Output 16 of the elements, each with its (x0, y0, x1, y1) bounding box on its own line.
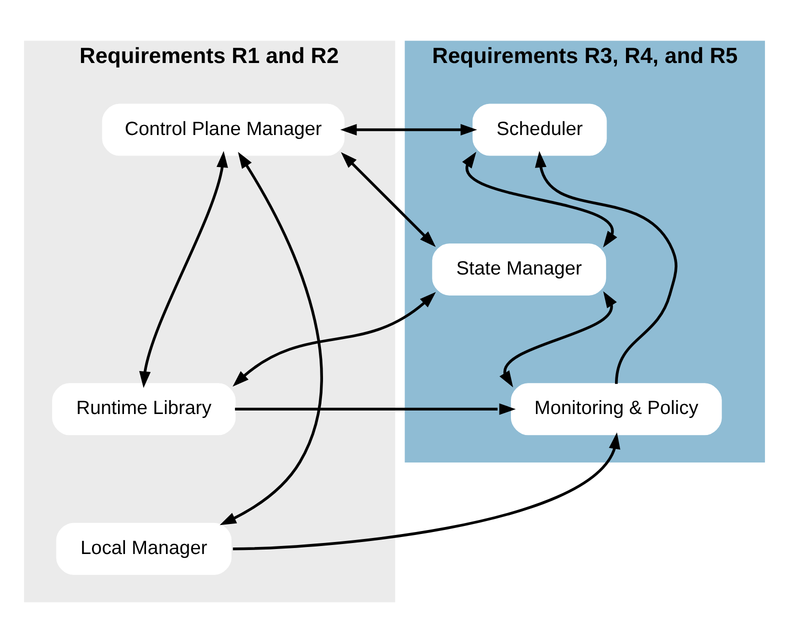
node-box: Scheduler (472, 103, 607, 156)
arrow (340, 124, 478, 136)
arrow (340, 152, 436, 247)
arrow (534, 150, 678, 384)
arrow (234, 402, 516, 414)
node-box: State Manager (432, 242, 606, 295)
arrow (220, 151, 323, 525)
node-box: Monitoring & Policy (510, 382, 722, 435)
node-box: Local Manager (56, 522, 232, 574)
node-box: Control Plane Manager (102, 103, 345, 156)
arrow (139, 150, 228, 388)
arrow (462, 151, 618, 248)
arrow (232, 291, 436, 386)
node-box: Runtime Library (52, 382, 236, 435)
arrow (499, 290, 617, 387)
arrow (232, 432, 620, 550)
